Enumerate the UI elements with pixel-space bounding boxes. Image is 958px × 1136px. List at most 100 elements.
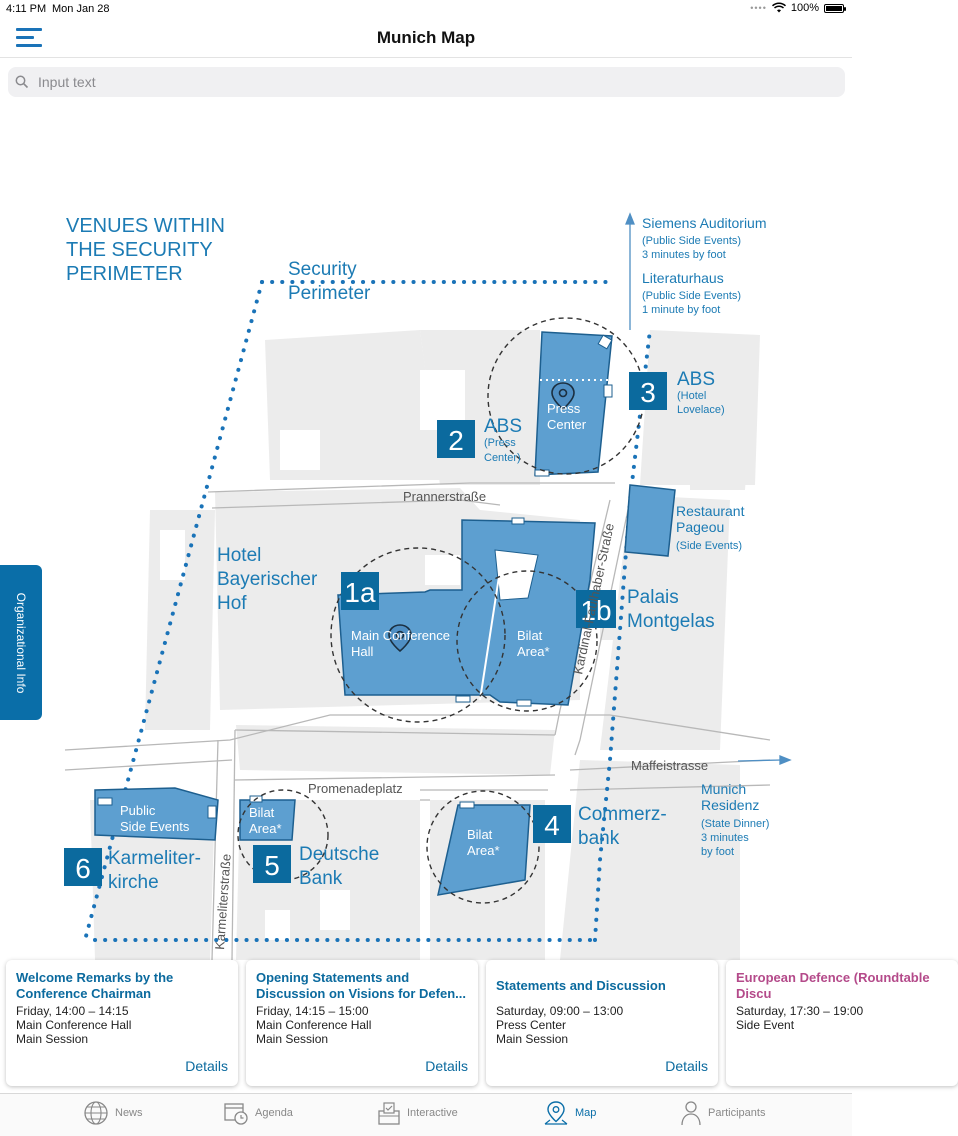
bilat-1b-label-1: Bilat	[517, 628, 543, 643]
street-karmeliterstrasse: Karmeliterstraße	[212, 853, 234, 950]
palais-label-2: Montgelas	[627, 611, 715, 632]
abs-hotel-sub-1: (Hotel	[677, 390, 706, 402]
details-link[interactable]: Details	[185, 1058, 228, 1074]
hotel-label-3: Hof	[217, 593, 247, 614]
direction-arrows	[625, 212, 792, 765]
ballot-box-icon	[378, 1102, 400, 1125]
deutsche-label-1: Deutsche	[299, 844, 379, 865]
search-icon	[15, 75, 29, 89]
tab-bar: News Agenda Interactive Map Participants	[0, 1093, 852, 1136]
venue-number-1a: 1a	[344, 577, 376, 608]
perimeter-label-2: Perimeter	[288, 283, 371, 304]
literaturhaus-name: Literaturhaus	[642, 270, 724, 286]
street-maffeistrasse: Maffeistrasse	[631, 758, 708, 773]
signal-dots-icon: ••••	[750, 3, 767, 13]
map-pin-press-center-icon[interactable]	[551, 382, 575, 411]
siemens-sub-2: 3 minutes by foot	[642, 249, 726, 261]
session-card[interactable]: Opening Statements and Discussion on Vis…	[246, 960, 478, 1086]
main-hall-label-1: Main Conference	[351, 628, 450, 643]
tab-interactive[interactable]: Interactive	[377, 1100, 458, 1126]
side-venue-sublabels: (Public Side Events) 3 minutes by foot (…	[484, 235, 769, 858]
bilat-5-label-1: Bilat	[249, 805, 275, 820]
venue-building-details	[97, 334, 613, 819]
map-heading-line-3: PERIMETER	[66, 263, 183, 285]
tab-participants[interactable]: Participants	[680, 1100, 765, 1126]
karmeliter-label-2: kirche	[108, 872, 159, 893]
session-place: Main Conference Hall	[256, 1018, 372, 1032]
residenz-line-1: Munich	[701, 781, 746, 797]
tab-map[interactable]: Map	[543, 1100, 596, 1126]
session-type: Main Session	[256, 1032, 329, 1046]
restaurant-line-2: Pageou	[676, 519, 724, 535]
session-cards-carousel[interactable]: Welcome Remarks by the Conference Chairm…	[0, 958, 958, 1092]
search-bar	[8, 67, 845, 97]
bilat-4-label-1: Bilat	[467, 827, 493, 842]
literaturhaus-sub-1: (Public Side Events)	[642, 290, 741, 302]
session-place: Main Conference Hall	[16, 1018, 132, 1032]
venue-number-6: 6	[75, 853, 91, 884]
person-icon	[681, 1101, 701, 1126]
status-right: •••• 100%	[750, 2, 846, 14]
tab-agenda[interactable]: Agenda	[223, 1100, 293, 1126]
venue-number-4: 4	[544, 810, 560, 841]
organizational-info-tab[interactable]: Organizational Info	[0, 565, 42, 720]
press-center-label-2: Center	[547, 417, 587, 432]
side-venue-labels: Siemens Auditorium Literaturhaus Restaur…	[642, 215, 767, 813]
session-card[interactable]: Welcome Remarks by the Conference Chairm…	[6, 960, 238, 1086]
hamburger-menu-icon[interactable]	[16, 28, 42, 48]
residenz-line-4: 3 minutes	[701, 832, 749, 844]
abs-press-name: ABS	[484, 416, 522, 437]
session-time: Saturday, 09:00 – 13:00	[496, 1004, 624, 1018]
map-heading-line-1: VENUES WITHIN	[66, 215, 225, 237]
number-boxes	[64, 372, 667, 886]
session-title: European Defence (Roundtable Discu	[736, 970, 930, 1001]
venue-number-1b: 1b	[580, 595, 611, 626]
session-time: Saturday, 17:30 – 19:00	[736, 1004, 864, 1018]
map-pin-main-hall-icon[interactable]	[388, 624, 412, 653]
public-side-label-2: Side Events	[120, 819, 190, 834]
session-title: Welcome Remarks by the Conference Chairm…	[16, 970, 174, 1001]
bilat-5-label-2: Area*	[249, 821, 282, 836]
map-heading: VENUES WITHIN THE SECURITY PERIMETER	[66, 215, 225, 285]
literaturhaus-sub-2: 1 minute by foot	[642, 304, 720, 316]
street-prannerstrasse: Prannerstraße	[403, 489, 486, 504]
organizational-info-label: Organizational Info	[14, 592, 28, 693]
session-card[interactable]: Statements and Discussion Saturday, 09:0…	[486, 960, 718, 1086]
session-place: Press Center	[496, 1018, 567, 1032]
bilat-4-label-2: Area*	[467, 843, 500, 858]
residenz-line-2: Residenz	[701, 797, 759, 813]
details-link[interactable]: Details	[665, 1058, 708, 1074]
street-promenadeplatz: Promenadeplatz	[308, 781, 403, 796]
session-card[interactable]: European Defence (Roundtable Discu Satur…	[726, 960, 958, 1086]
session-title: Statements and Discussion	[496, 978, 666, 993]
press-center-label-1: Press	[547, 401, 581, 416]
globe-icon	[84, 1101, 108, 1125]
siemens-sub-1: (Public Side Events)	[642, 235, 741, 247]
main-hall-label-2: Hall	[351, 644, 374, 659]
karmeliter-label-1: Karmeliter-	[108, 848, 201, 869]
venue-map[interactable]: 2 3 1a 1b 4 6 5 VENUES WITHIN THE SECURI…	[0, 100, 852, 961]
number-box-labels: 2 3 1a 1b 4 6 5	[75, 377, 656, 884]
search-input[interactable]	[38, 72, 818, 92]
deutsche-label-2: Bank	[299, 868, 343, 889]
security-perimeter	[83, 280, 652, 942]
map-heading-line-2: THE SECURITY	[66, 239, 213, 261]
public-side-label-1: Public	[120, 803, 156, 818]
wifi-icon	[771, 2, 786, 13]
hotel-label-1: Hotel	[217, 545, 261, 566]
battery-percent: 100%	[790, 2, 819, 14]
tab-interactive-label: Interactive	[407, 1107, 458, 1119]
restaurant-line-1: Restaurant	[676, 503, 745, 519]
abs-hotel-sub-2: Lovelace)	[677, 404, 725, 416]
palais-label-1: Palais	[627, 587, 679, 608]
venue-number-2: 2	[448, 425, 464, 456]
tab-news[interactable]: News	[83, 1100, 143, 1126]
details-link[interactable]: Details	[425, 1058, 468, 1074]
page-title: Munich Map	[376, 28, 476, 47]
session-type: Main Session	[496, 1032, 569, 1046]
session-time: Friday, 14:15 – 15:00	[256, 1004, 369, 1018]
abs-hotel-name: ABS	[677, 369, 715, 390]
restaurant-line-3: (Side Events)	[676, 540, 742, 552]
session-type: Main Session	[16, 1032, 89, 1046]
status-bar: 4:11 PM Mon Jan 28 •••• 100%	[0, 0, 852, 18]
